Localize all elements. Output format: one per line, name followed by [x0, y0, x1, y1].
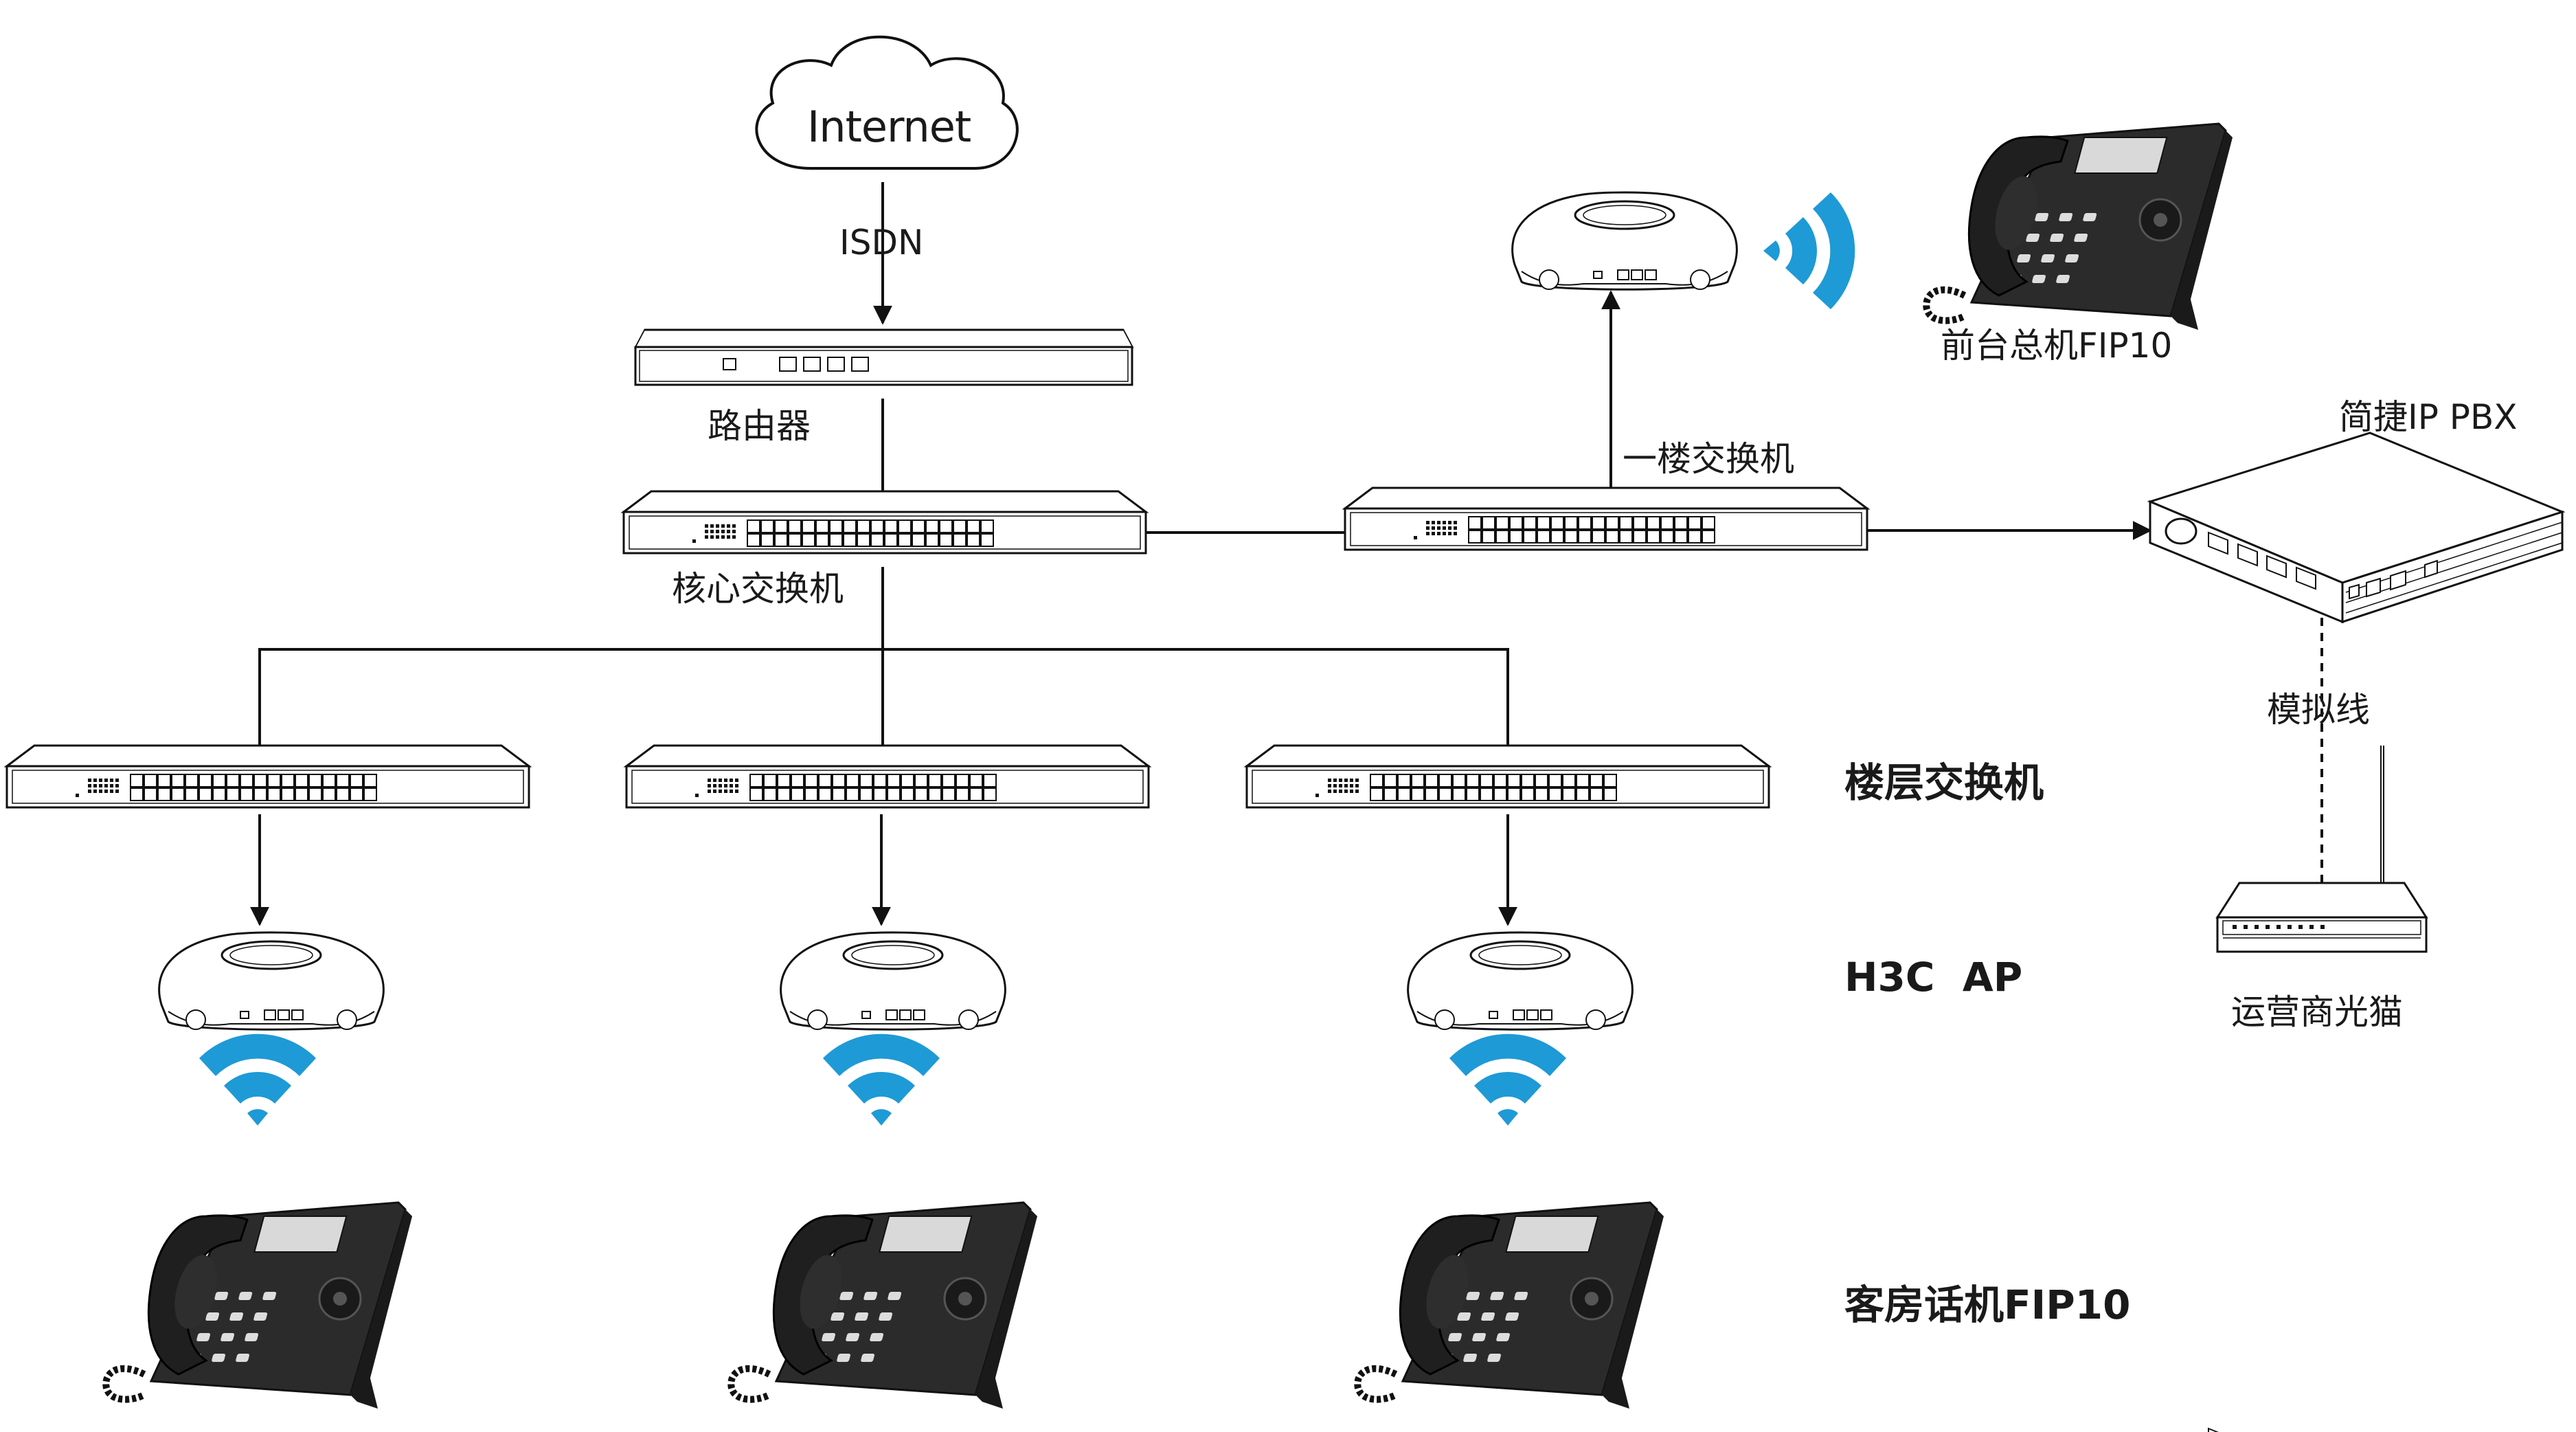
- wifi-icon-right: [1449, 1033, 1566, 1126]
- ap-left: [158, 931, 385, 1031]
- ap-front-desk: [1511, 191, 1738, 291]
- isdn-label: ISDN: [839, 223, 924, 262]
- wifi-icon-center: [823, 1033, 940, 1126]
- core-switch: [622, 490, 1147, 555]
- floor1-switch: [1344, 486, 1868, 551]
- floor1-switch-label: 一楼交换机: [1623, 439, 1794, 479]
- analog-line-label: 模拟线: [2267, 690, 2370, 730]
- isp-modem-label: 运营商光猫: [2231, 992, 2403, 1032]
- floor-switch-right: [1245, 744, 1770, 809]
- distribution-bus: [258, 648, 1509, 746]
- links: [250, 182, 2331, 926]
- front-desk-phone-label: 前台总机FIP10: [1941, 326, 2173, 366]
- router: [634, 328, 1134, 386]
- floor-switch-left: [5, 744, 530, 809]
- phone-room-left: [106, 1202, 412, 1409]
- floor-switch-center: [625, 744, 1150, 809]
- room-phones-tier-label: 客房话机FIP10: [1844, 1282, 2131, 1328]
- access-points-tier-label: H3C AP: [1844, 954, 2023, 1000]
- router-label: 路由器: [708, 406, 811, 446]
- ap-center: [780, 931, 1006, 1031]
- phone-room-center: [731, 1202, 1037, 1409]
- phone-room-right: [1357, 1202, 1664, 1409]
- internet-cloud: [755, 35, 1019, 170]
- ip-pbx-label: 简捷IP PBX: [2339, 397, 2518, 437]
- internet-label: Internet: [807, 102, 971, 152]
- wifi-icon-left: [199, 1033, 316, 1126]
- isp-modem-device: [2215, 746, 2428, 953]
- ip-pbx-device: [2147, 432, 2566, 1432]
- ap-right: [1407, 931, 1634, 1031]
- floor-switches-tier-label: 楼层交换机: [1844, 759, 2044, 806]
- core-switch-label: 核心交换机: [672, 569, 844, 609]
- wifi-icon-front-desk: [1763, 192, 1855, 309]
- phone-front-desk: [1926, 124, 2233, 330]
